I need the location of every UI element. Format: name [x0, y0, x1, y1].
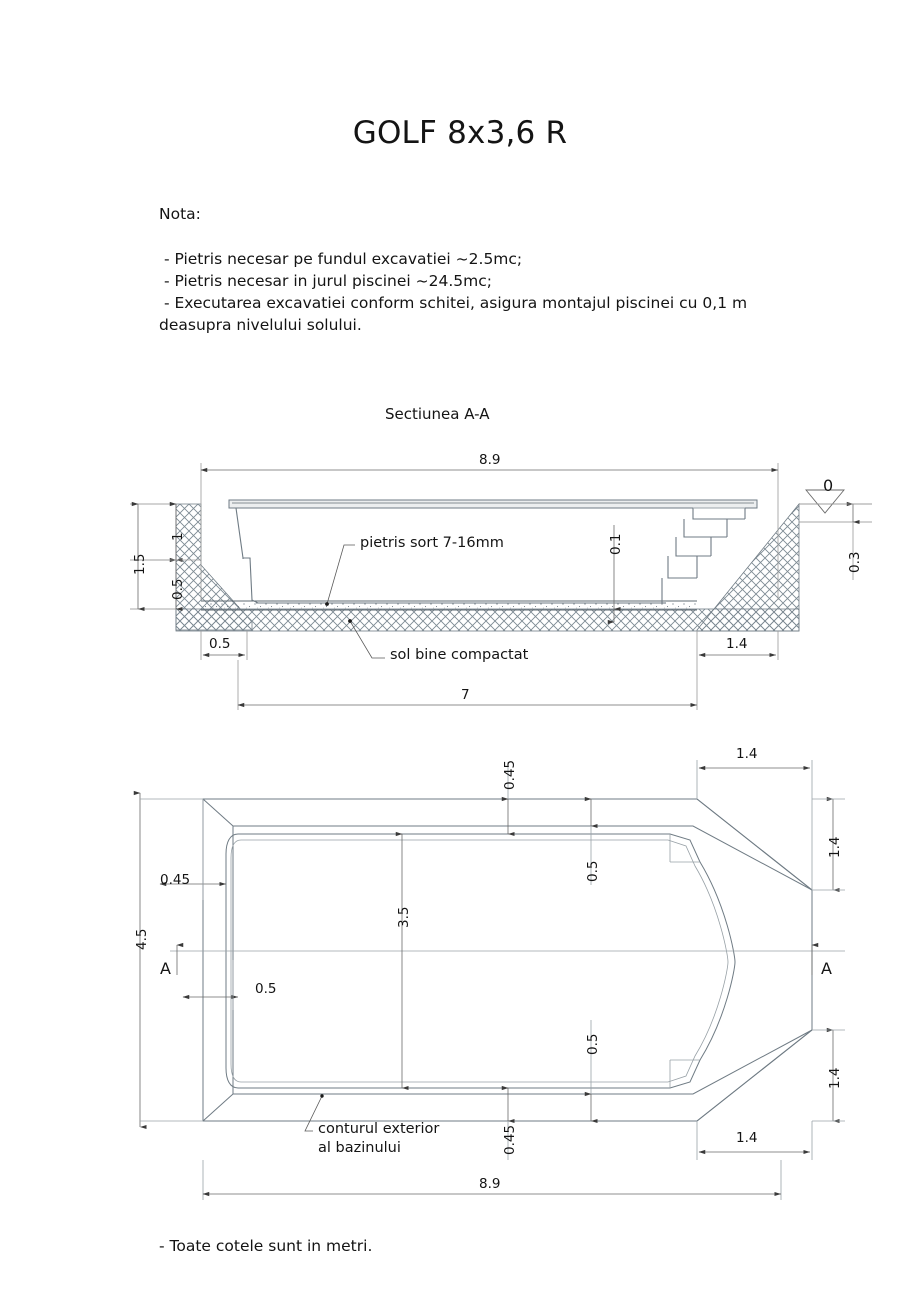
- section-marker-left: A: [160, 959, 171, 978]
- section-marker-right: A: [821, 959, 832, 978]
- note-item-1: - Pietris necesar pe fundul excavatiei ~…: [159, 250, 523, 268]
- pool-shell-profile: [228, 499, 758, 604]
- dim-plan-bottom-gap-inner: 0.5: [585, 1033, 601, 1055]
- callout-pool-outline-label: conturul exterior al bazinului: [318, 1121, 440, 1156]
- datum-zero-label: 0: [823, 476, 834, 495]
- callout-gravel-label: pietris sort 7-16mm: [360, 535, 504, 551]
- dim-plan-top-gap-outer: 0.45: [502, 759, 518, 790]
- note-heading: Nota:: [159, 205, 201, 223]
- section-view-label: Sectiunea A-A: [385, 405, 490, 423]
- dim-plan-left-gap-inner: 0.5: [255, 981, 277, 997]
- dim-section-right-offset: 1.4: [726, 636, 748, 652]
- footer-note: - Toate cotele sunt in metri.: [159, 1237, 373, 1255]
- dim-section-left-offset: 0.5: [209, 636, 231, 652]
- dim-plan-left-gap-outer: 0.45: [160, 872, 191, 888]
- pool-outline: [225, 833, 736, 1089]
- dim-plan-chamfer-bottom-h: 1.4: [736, 1130, 758, 1146]
- note-item-2: - Pietris necesar in jurul piscinei ~24.…: [159, 272, 492, 290]
- section-dimension-lines: [131, 463, 872, 710]
- page-title: GOLF 8x3,6 R: [352, 115, 568, 151]
- callout-soil-label: sol bine compactat: [390, 647, 529, 663]
- dim-plan-bottom-gap-outer: 0.45: [502, 1124, 518, 1155]
- dim-plan-pool-width: 3.5: [396, 906, 412, 928]
- dim-plan-chamfer-top-h: 1.4: [736, 746, 758, 762]
- gravel-backfill-hatch: [175, 502, 800, 632]
- dim-section-bottom-width: 7: [461, 687, 470, 703]
- dim-plan-chamfer-bottom-v: 1.4: [827, 1067, 843, 1089]
- note-item-3: - Executarea excavatiei conform schitei,…: [159, 294, 748, 334]
- dim-plan-overall-length: 8.9: [479, 1176, 501, 1192]
- plan-dimension-lines: [133, 760, 845, 1200]
- excavation-outline: [202, 798, 813, 1122]
- dim-section-top-width: 8.9: [479, 452, 501, 468]
- section-callout-leaders: [325, 544, 385, 659]
- dim-plan-top-gap-inner: 0.5: [585, 860, 601, 882]
- dim-plan-chamfer-top-v: 1.4: [827, 836, 843, 858]
- note-list: - Pietris necesar pe fundul excavatiei ~…: [159, 248, 859, 336]
- dim-plan-overall-width: 4.5: [134, 928, 150, 950]
